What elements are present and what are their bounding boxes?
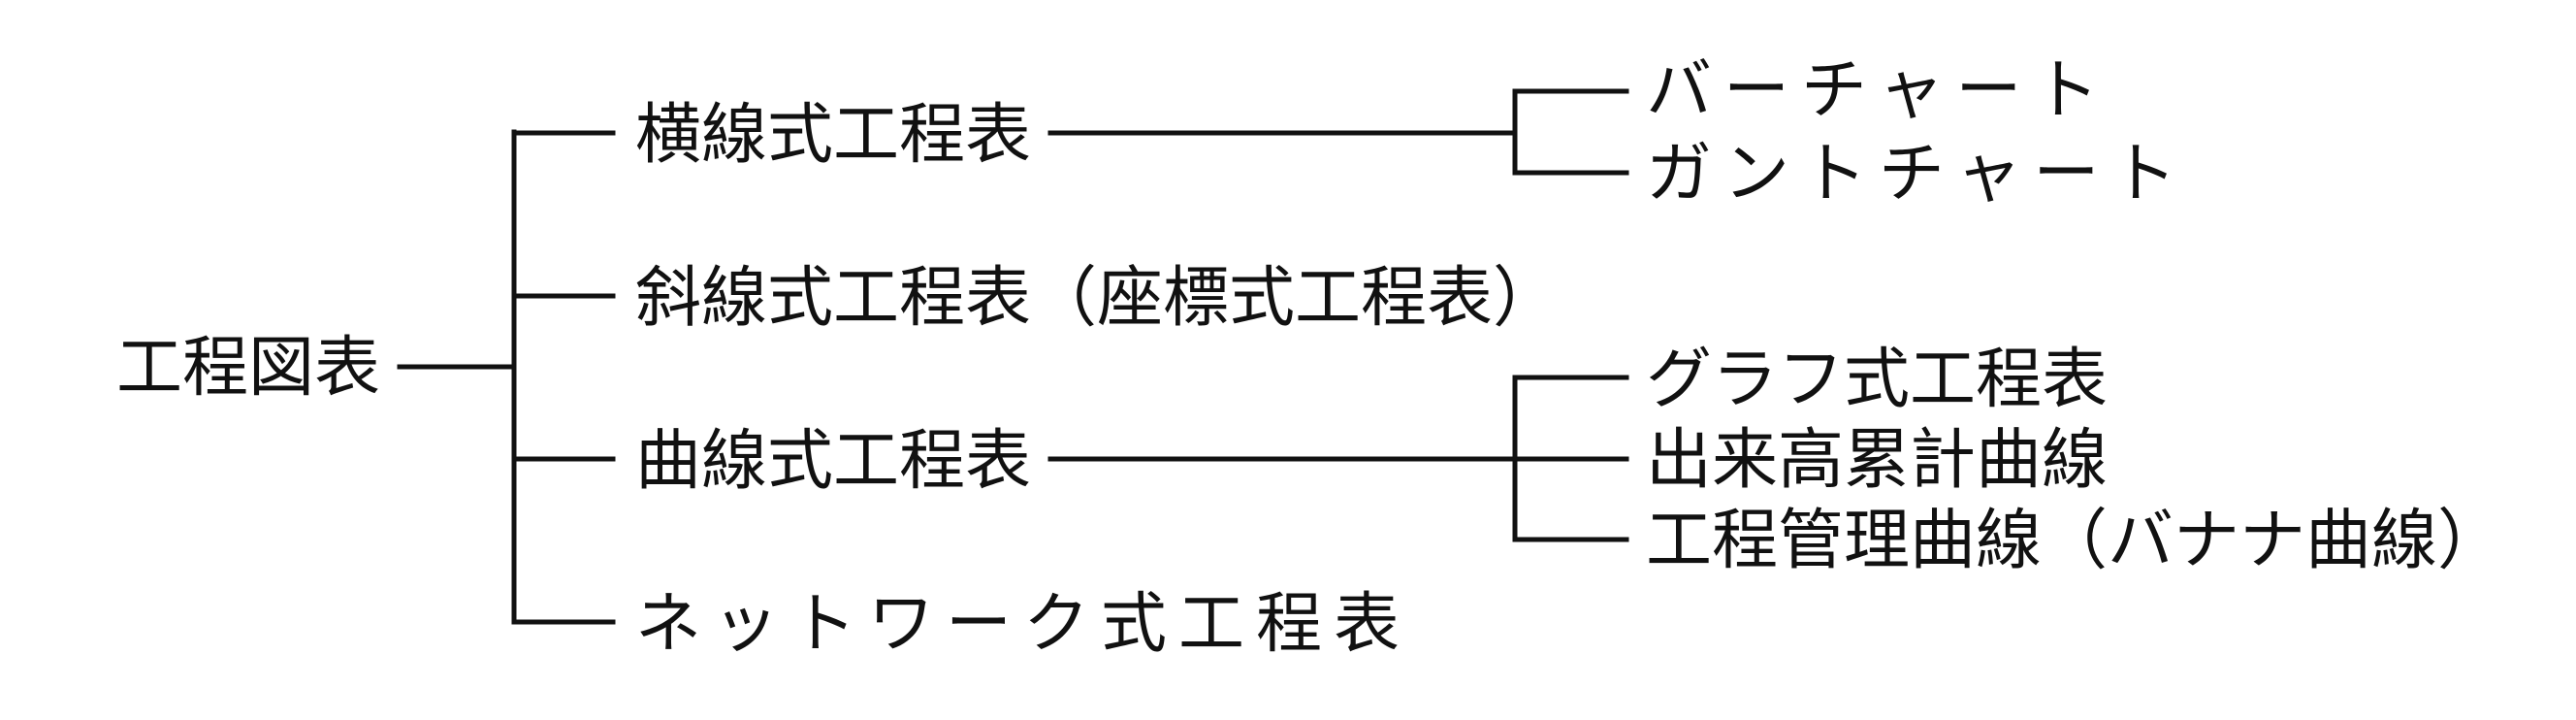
leaf-label-banana-curve: 工程管理曲線（バナナ曲線） — [1646, 503, 2504, 579]
branch-label-horizontal-line-chart: 横線式工程表 — [635, 97, 1032, 174]
leaf-label-gantt-chart: ガントチャート — [1646, 136, 2189, 213]
branch-label-curve-chart: 曲線式工程表 — [635, 423, 1032, 500]
branch-label-network-chart: ネットワーク式工程表 — [635, 586, 1412, 663]
leaf-label-graph-chart: グラフ式工程表 — [1646, 342, 2109, 418]
leaf-label-bar-chart: バーチャート — [1646, 52, 2111, 129]
root-node-label: 工程図表 — [116, 330, 381, 407]
branch-label-diagonal-line-chart: 斜線式工程表（座標式工程表） — [635, 260, 1560, 337]
leaf-label-cumulative-progress-curve: 出来高累計曲線 — [1646, 422, 2109, 499]
